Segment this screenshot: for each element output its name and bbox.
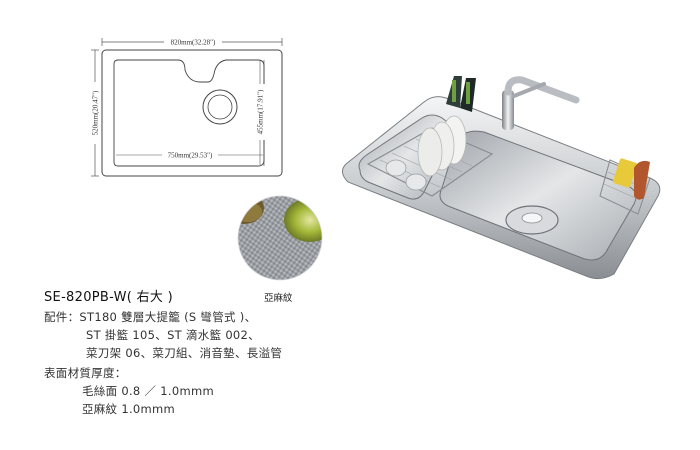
accessories-line-1: 配件：ST180 雙層大提籠 (S 彎管式 )、 [44, 310, 257, 324]
drain-inner-circle [207, 94, 233, 120]
sink-product-photo [342, 76, 661, 280]
linen-texture-swatch [237, 195, 323, 281]
faucet [502, 76, 580, 130]
accessories-line-3: 菜刀架 06、菜刀組、消音墊、長溢管 [86, 346, 283, 360]
thickness-line-1: 毛絲面 0.8 ／ 1.0mmm [82, 384, 214, 398]
inner-width-dimension-label: 750mm(29.53") [168, 152, 213, 160]
texture-label: 亞麻紋 [264, 293, 293, 304]
model-title: SE-820PB-W( 右大 ) [44, 290, 173, 305]
drain-outer-circle [202, 89, 238, 125]
large-basin [439, 130, 637, 261]
dimension-diagram: 820mm(32.28") 520mm(20.47") 455mm(17.91"… [90, 37, 283, 177]
sink-outline-outer [101, 49, 283, 177]
inner-height-dimension-label: 455mm(17.91") [257, 89, 265, 134]
dish-rack [366, 115, 494, 197]
hanging-basket [599, 158, 651, 215]
height-dimension-label: 520mm(20.47") [92, 90, 100, 135]
width-dimension-label: 820mm(32.28") [171, 39, 216, 47]
accessories-line-2: ST 掛籃 105、ST 滴水籃 002、 [86, 328, 260, 342]
sink-outline-inner [113, 59, 265, 167]
knife-holder [446, 76, 476, 112]
thickness-heading: 表面材質厚度： [44, 366, 127, 380]
thickness-line-2: 亞麻紋 1.0mmm [82, 402, 176, 416]
